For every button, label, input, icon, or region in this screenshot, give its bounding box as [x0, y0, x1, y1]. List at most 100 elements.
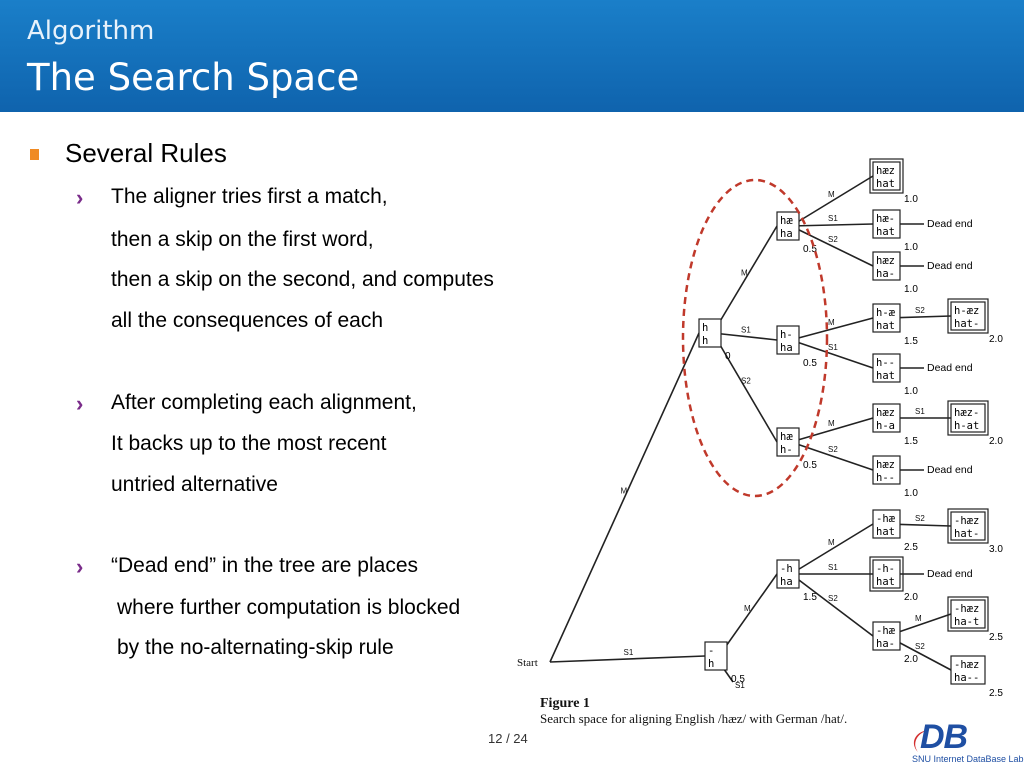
tree-edge [718, 573, 778, 657]
node-bottom-label: h-- [876, 472, 895, 484]
node-final-frame [947, 400, 989, 436]
node-bottom-label: hat [876, 226, 895, 238]
tree-edge [790, 225, 874, 267]
node-box [950, 655, 986, 685]
tree-edge [790, 317, 874, 341]
node-box [776, 427, 800, 457]
bullet-3-line-1: “Dead end” in the tree are places [111, 554, 419, 577]
edge-label: M [741, 269, 748, 278]
bullet-1-line-4: all the consequences of each [111, 309, 384, 332]
dead-end-label: Dead end [927, 464, 973, 476]
node-top-label: -hæz [954, 659, 979, 671]
edge-label: S1 [735, 681, 745, 690]
node-score: 2.0 [904, 654, 918, 665]
node-top-label: -hæz [954, 515, 979, 527]
node-bottom-label: ha- [876, 268, 895, 280]
node-score: 2.5 [904, 542, 918, 553]
chevron-bullet-icon: › [76, 185, 84, 210]
tree-edge [790, 523, 874, 575]
tree-edge [549, 332, 700, 663]
dead-end-label: Dead end [927, 362, 973, 374]
tree-edge [790, 339, 874, 369]
node-score: 2.0 [904, 592, 918, 603]
node-score: 2.0 [989, 334, 1003, 345]
node-box [776, 211, 800, 241]
node-score: 1.0 [904, 488, 918, 499]
node-bottom-label: hat [876, 576, 895, 588]
node-top-label: h-æz [954, 305, 979, 317]
bullet-2-line-3: untried alternative [111, 473, 278, 496]
node-bottom-label: hat- [954, 318, 979, 330]
square-bullet-icon [30, 149, 39, 160]
node-box [698, 318, 722, 348]
edge-label: M [915, 614, 922, 623]
node-top-label: hæ [780, 215, 793, 227]
node-bottom-label: hat [876, 320, 895, 332]
node-box [872, 403, 901, 433]
edge-label: M [828, 538, 835, 547]
node-top-label: hæ [780, 431, 793, 443]
node-score: 1.5 [904, 436, 918, 447]
edge-label: S2 [741, 377, 751, 386]
node-score: 3.0 [989, 544, 1003, 555]
node-bottom-label: hat [876, 370, 895, 382]
node-bottom-label: hat [876, 526, 895, 538]
edge-label: S2 [828, 594, 838, 603]
heading-several-rules: Several Rules [65, 138, 227, 168]
node-score: 0 [725, 351, 731, 362]
node-box [704, 641, 728, 671]
node-bottom-label: ha [780, 228, 793, 240]
edge-label: S2 [828, 235, 838, 244]
node-top-label: hæz [876, 255, 895, 267]
tree-edge [712, 225, 778, 334]
node-score: 0.5 [803, 358, 817, 369]
node-box [950, 599, 986, 629]
tree-node: -h0.5 [704, 641, 745, 685]
node-box [776, 559, 800, 589]
bullet-3-line-2: where further computation is blocked [117, 596, 461, 619]
node-score: 1.5 [803, 592, 817, 603]
edge-label: S1 [741, 326, 751, 335]
edge-label: S2 [915, 306, 925, 315]
node-score: 2.5 [989, 632, 1003, 643]
node-score: 1.0 [904, 386, 918, 397]
node-top-label: hæz [876, 407, 895, 419]
node-box [950, 511, 986, 541]
node-bottom-label: hat- [954, 528, 979, 540]
node-bottom-label: h [702, 335, 708, 347]
tree-edge [790, 573, 874, 637]
highlight-ellipse [681, 178, 829, 498]
node-box [872, 209, 901, 239]
page-number: 12 / 24 [488, 731, 528, 746]
snu-database-lab-logo: DB SNU Internet DataBase Lab. [908, 718, 1024, 766]
node-top-label: h- [780, 329, 793, 341]
bullet-3-line-3: by the no-alternating-skip rule [117, 636, 394, 659]
logo-subtext: SNU Internet DataBase Lab. [912, 754, 1024, 764]
node-score: 1.0 [904, 242, 918, 253]
node-box [872, 621, 901, 651]
node-bottom-label: hat [876, 178, 895, 190]
tree-node: hh0 [698, 318, 731, 362]
tree-node: hæh-0.5 [776, 427, 817, 471]
node-bottom-label: ha [780, 576, 793, 588]
edge-label: S1 [828, 214, 838, 223]
edge-label: M [828, 318, 835, 327]
node-bottom-label: ha [780, 342, 793, 354]
edge-label: S1 [915, 407, 925, 416]
node-box [776, 325, 800, 355]
dead-end-label: Dead end [927, 260, 973, 272]
node-score: 0.5 [803, 460, 817, 471]
slide-subtitle: Algorithm [27, 16, 155, 46]
node-top-label: - [708, 645, 714, 657]
edge-label: S1 [828, 563, 838, 572]
figure-caption-text: Search space for aligning English /hæz/ … [540, 711, 847, 726]
start-label: Start [517, 657, 538, 669]
node-top-label: -hæ [876, 513, 896, 525]
node-top-label: -h [780, 563, 793, 575]
